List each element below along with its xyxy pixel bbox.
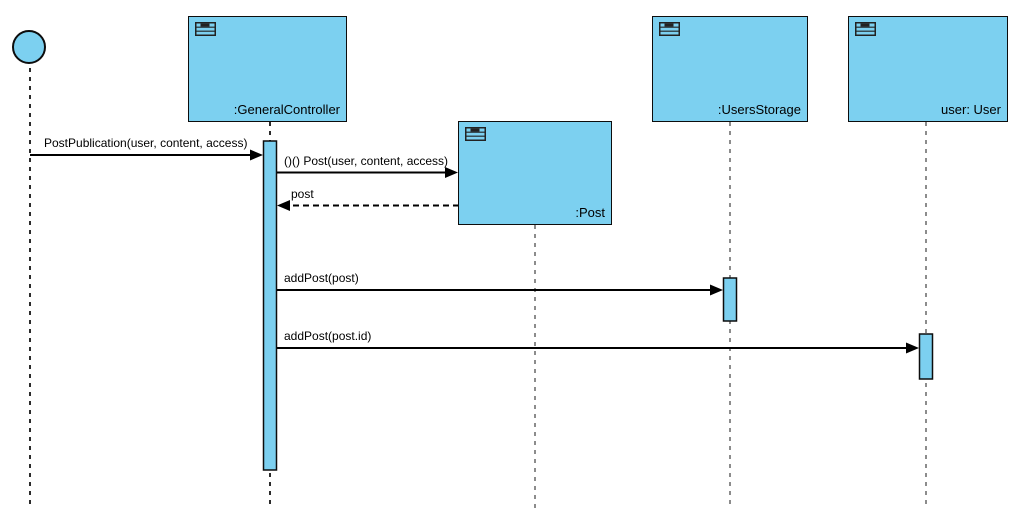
object-icon — [659, 22, 680, 36]
participant-post[interactable]: :Post — [458, 121, 612, 225]
message-label-addpost-id: addPost(post.id) — [284, 329, 372, 343]
message-label-postpublication: PostPublication(user, content, access) — [44, 136, 248, 150]
activation-bar-general-controller[interactable] — [262, 140, 278, 471]
actor-circle[interactable] — [12, 30, 46, 64]
object-icon — [195, 22, 216, 36]
arrowhead-post-create — [445, 167, 458, 178]
participant-users-storage[interactable]: :UsersStorage — [652, 16, 808, 122]
activation-bar-user[interactable] — [918, 333, 934, 380]
participant-user[interactable]: user: User — [848, 16, 1008, 122]
arrowhead-addpost — [710, 284, 723, 296]
participant-general-controller[interactable]: :GeneralController — [188, 16, 347, 122]
participant-label: :UsersStorage — [717, 102, 801, 117]
arrowhead-postpublication — [250, 149, 263, 161]
arrowhead-post-return — [277, 200, 290, 211]
object-icon — [855, 22, 876, 36]
message-label-post-create: ()() Post(user, content, access) — [284, 154, 449, 168]
participant-label: :GeneralController — [233, 102, 340, 117]
activation-bar-users-storage[interactable] — [722, 277, 738, 322]
participant-label: :Post — [575, 205, 605, 220]
participant-label: user: User — [941, 102, 1001, 117]
message-label-addpost: addPost(post) — [284, 271, 359, 285]
object-icon — [465, 127, 486, 141]
message-label-post-return: post — [291, 187, 314, 201]
arrowhead-addpost-id — [906, 342, 919, 354]
